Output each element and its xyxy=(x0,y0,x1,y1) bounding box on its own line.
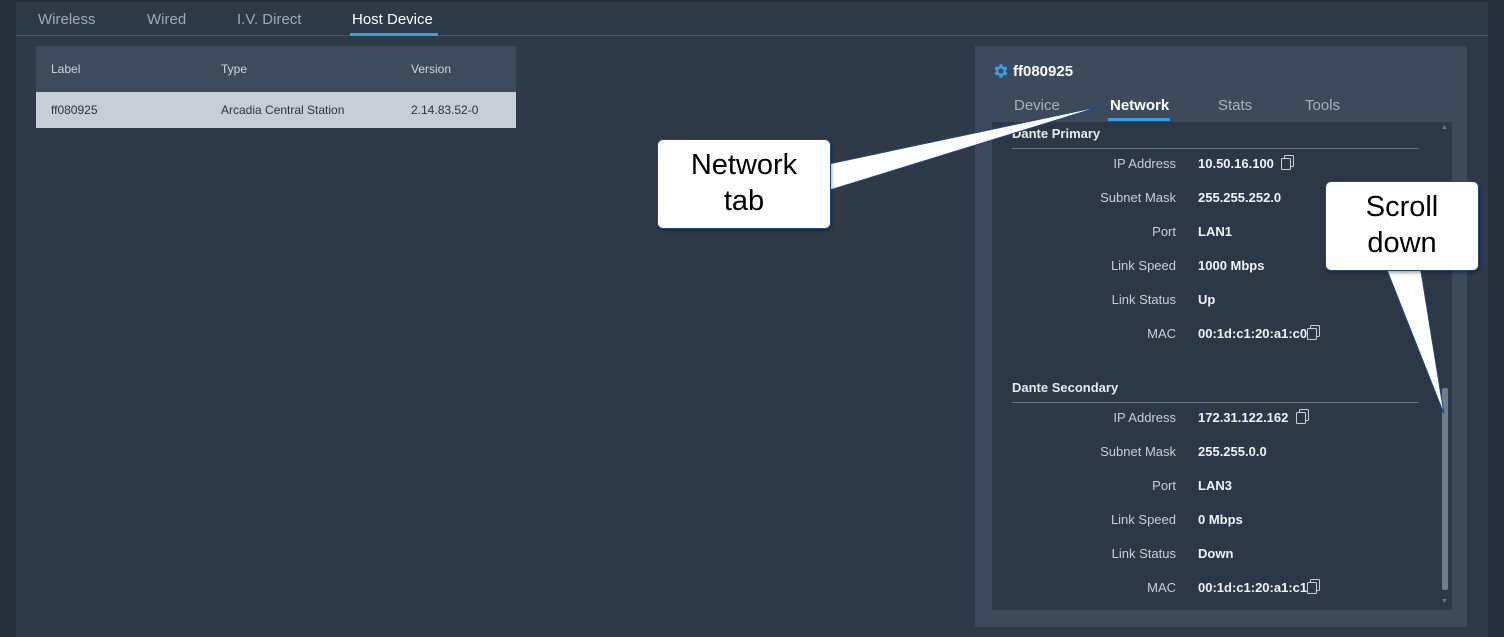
field-label-ip-address: IP Address xyxy=(1113,156,1176,171)
window-right-border xyxy=(1488,0,1504,637)
scroll-up-arrow-icon[interactable]: ▲ xyxy=(1441,124,1448,131)
scrollbar-thumb[interactable] xyxy=(1442,388,1448,590)
field-label-port: Port xyxy=(1152,224,1176,239)
callout-text-line: Scroll xyxy=(1365,191,1439,223)
field-label-link-status: Link Status xyxy=(1111,546,1176,561)
callout-text-line: tab xyxy=(723,185,765,217)
callout-network-tab: Network tab xyxy=(657,139,831,229)
section-divider xyxy=(1012,402,1419,403)
window-top-border xyxy=(0,0,1504,2)
field-label-link-status: Link Status xyxy=(1111,292,1176,307)
field-value-port: LAN3 xyxy=(1198,478,1232,493)
copy-icon[interactable] xyxy=(1307,579,1321,595)
field-label-port: Port xyxy=(1152,478,1176,493)
field-value-ip-address: 172.31.122.162 xyxy=(1198,410,1289,425)
tab-iv-direct[interactable]: I.V. Direct xyxy=(237,11,302,28)
field-value-link-status: Down xyxy=(1198,546,1234,561)
section-title-dante-secondary: Dante Secondary xyxy=(1012,380,1119,395)
copy-icon[interactable] xyxy=(1296,409,1310,425)
field-label-ip-address: IP Address xyxy=(1113,410,1176,425)
scroll-down-arrow-icon[interactable]: ▼ xyxy=(1441,598,1448,605)
section-title-dante-primary: Dante Primary xyxy=(1012,126,1101,141)
field-value-ip-address: 10.50.16.100 xyxy=(1198,156,1274,171)
tab-stats[interactable]: Stats xyxy=(1218,97,1253,114)
tab-host-device[interactable]: Host Device xyxy=(352,11,433,28)
cell-version: 2.14.83.52-0 xyxy=(411,103,479,117)
column-header-version[interactable]: Version xyxy=(411,62,452,76)
column-header-type[interactable]: Type xyxy=(221,62,248,76)
scroll-callout-pointer xyxy=(1384,264,1445,415)
field-label-mac: MAC xyxy=(1147,580,1176,595)
main-tab-bar: Wireless Wired I.V. Direct Host Device xyxy=(16,2,1488,36)
tab-tools[interactable]: Tools xyxy=(1305,97,1341,114)
table-row[interactable]: ff080925 Arcadia Central Station 2.14.83… xyxy=(36,92,516,128)
field-value-mac: 00:1d:c1:20:a1:c0 xyxy=(1198,326,1308,341)
device-table: Label Type Version ff080925 Arcadia Cent… xyxy=(36,46,516,128)
field-value-link-status: Up xyxy=(1198,292,1216,307)
field-value-link-speed: 1000 Mbps xyxy=(1198,258,1265,273)
device-title: ff080925 xyxy=(1013,63,1074,80)
field-value-subnet-mask: 255.255.0.0 xyxy=(1198,444,1267,459)
section-divider xyxy=(1012,148,1419,149)
window-left-border xyxy=(0,0,16,637)
column-header-label[interactable]: Label xyxy=(51,62,81,76)
active-tab-indicator xyxy=(350,33,438,36)
field-value-link-speed: 0 Mbps xyxy=(1198,512,1243,527)
tab-wireless[interactable]: Wireless xyxy=(38,11,96,28)
table-header: Label Type Version xyxy=(36,46,516,92)
copy-icon[interactable] xyxy=(1281,155,1295,171)
callout-text-line: down xyxy=(1367,227,1437,259)
gear-icon xyxy=(994,64,1008,78)
field-label-link-speed: Link Speed xyxy=(1110,512,1176,527)
tab-network[interactable]: Network xyxy=(1110,97,1170,114)
field-value-subnet-mask: 255.255.252.0 xyxy=(1198,190,1282,205)
callout-text-line: Network xyxy=(690,149,798,181)
callout-scroll-down: Scroll down xyxy=(1325,181,1479,271)
cell-label: ff080925 xyxy=(51,103,98,117)
network-tab-indicator xyxy=(1108,118,1170,121)
field-value-mac: 00:1d:c1:20:a1:c1 xyxy=(1198,580,1308,595)
cell-type: Arcadia Central Station xyxy=(221,103,345,117)
field-label-link-speed: Link Speed xyxy=(1110,258,1176,273)
field-label-mac: MAC xyxy=(1147,326,1176,341)
field-label-subnet-mask: Subnet Mask xyxy=(1100,190,1176,205)
tab-wired[interactable]: Wired xyxy=(147,11,187,28)
field-value-port: LAN1 xyxy=(1198,224,1232,239)
field-label-subnet-mask: Subnet Mask xyxy=(1100,444,1176,459)
copy-icon[interactable] xyxy=(1307,325,1321,341)
tab-device[interactable]: Device xyxy=(1014,97,1060,114)
network-callout-pointer xyxy=(798,105,1103,191)
